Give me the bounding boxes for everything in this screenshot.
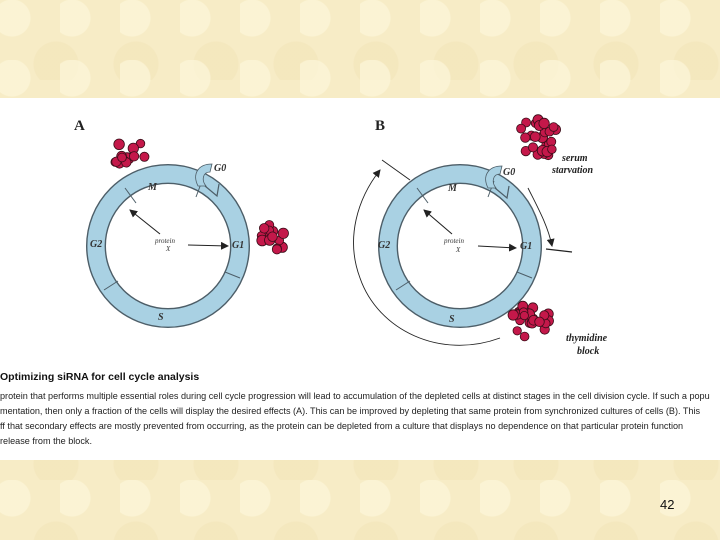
panel-a-label: A: [74, 118, 85, 134]
caption-line: ff that secondary effects are mostly pre…: [0, 421, 684, 431]
cell: [117, 152, 127, 163]
block-label: block: [577, 346, 599, 357]
cell: [512, 326, 522, 336]
phase-g2-b: G2: [378, 240, 390, 251]
cell: [528, 142, 539, 153]
phase-m-a: M: [147, 182, 158, 193]
panel-b: B M G2 G1 S G0 protein X: [353, 114, 608, 357]
caption-title: Optimizing siRNA for cell cycle analysis: [0, 371, 200, 383]
phase-m-b: M: [447, 183, 458, 194]
cell: [259, 223, 270, 234]
g0-arrow-b: [494, 185, 510, 200]
caption-line: mentation, then only a fraction of the c…: [0, 406, 701, 416]
cell: [520, 132, 531, 143]
serum-arrow-b: [527, 187, 555, 247]
arrow-to-m-a: [129, 209, 161, 235]
panel-a: A M G2 G1 S G0 protein X: [74, 118, 289, 328]
cell: [516, 123, 526, 134]
starvation-label: starvation: [551, 165, 594, 176]
protein-label-a: protein: [154, 237, 175, 245]
protein-x-label-b: X: [455, 246, 461, 254]
cell-cluster-g1-a: [256, 220, 289, 255]
panel-b-label: B: [375, 118, 385, 134]
arrow-to-g1-b: [477, 243, 517, 252]
protein-label-b: protein: [443, 237, 464, 245]
serum-label: serum: [561, 153, 588, 164]
phase-g1-a: G1: [232, 240, 244, 251]
phase-g0-a: G0: [214, 163, 226, 174]
phase-g2-a: G2: [90, 239, 102, 250]
cell: [277, 227, 289, 239]
g0-hook-b: [485, 165, 503, 189]
cell: [534, 316, 545, 328]
caption-body: protein that performs multiple essential…: [0, 389, 720, 449]
thymidine-label: thymidine: [566, 333, 608, 344]
cell: [548, 122, 559, 132]
cell: [271, 244, 282, 255]
outer-arc-arrow-b: [353, 169, 501, 346]
cell: [547, 144, 557, 155]
cell-cluster-m-a: [110, 138, 150, 169]
outer-arc-tick-b: [381, 159, 411, 181]
caption-line: protein that performs multiple essential…: [0, 391, 710, 401]
g1-block-bar-b: [545, 248, 573, 253]
phase-s-a: S: [158, 312, 164, 323]
cell: [267, 231, 278, 242]
cell-cycle-diagram: A M G2 G1 S G0 protein X: [74, 114, 608, 357]
arrow-to-m-b: [423, 209, 453, 235]
phase-g1-b: G1: [520, 241, 532, 252]
cell: [507, 309, 519, 321]
cell: [129, 151, 140, 162]
cell-cluster-thymidine-b: [507, 300, 554, 342]
cell: [519, 331, 530, 342]
cell-cluster-serum-b: [516, 114, 561, 161]
arrow-to-g1-a: [187, 241, 229, 250]
g0-arrow-a: [204, 183, 220, 198]
g0-hook-a: [195, 163, 213, 187]
cell: [519, 311, 529, 321]
cell: [538, 117, 550, 130]
cell-cycle-ring-b: [378, 164, 542, 328]
phase-g0-b: G0: [503, 167, 515, 178]
cell-cycle-ring-a: [86, 164, 250, 328]
protein-x-label-a: X: [165, 245, 171, 253]
cell: [113, 138, 125, 151]
cell: [529, 131, 541, 142]
slide-number: 42: [660, 497, 675, 512]
figure-panel: A M G2 G1 S G0 protein X: [0, 98, 720, 460]
phase-s-b: S: [449, 314, 455, 325]
caption-line: release from the block.: [0, 436, 92, 446]
cell: [139, 151, 150, 162]
